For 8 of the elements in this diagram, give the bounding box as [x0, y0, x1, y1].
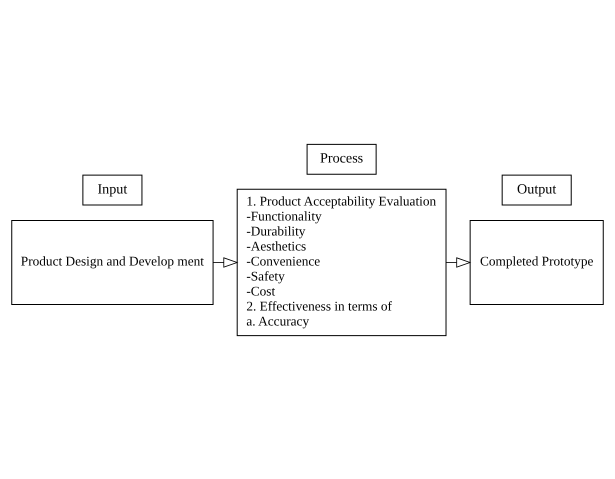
node-box: 1. Product Acceptability Evaluation -Functionality -Durability -Aesthetics -Convenience -Safety -Cost 2. Effectiveness in terms of a. Accuracy — [236, 188, 447, 336]
node-box: Process — [306, 143, 377, 174]
arrow — [212, 256, 238, 268]
node-box: Output — [502, 174, 572, 206]
node-box: Input — [82, 174, 142, 206]
node-box: Completed Prototype — [470, 219, 604, 304]
arrow — [446, 256, 472, 268]
node-box: Product Design and Develop ment — [11, 219, 214, 304]
